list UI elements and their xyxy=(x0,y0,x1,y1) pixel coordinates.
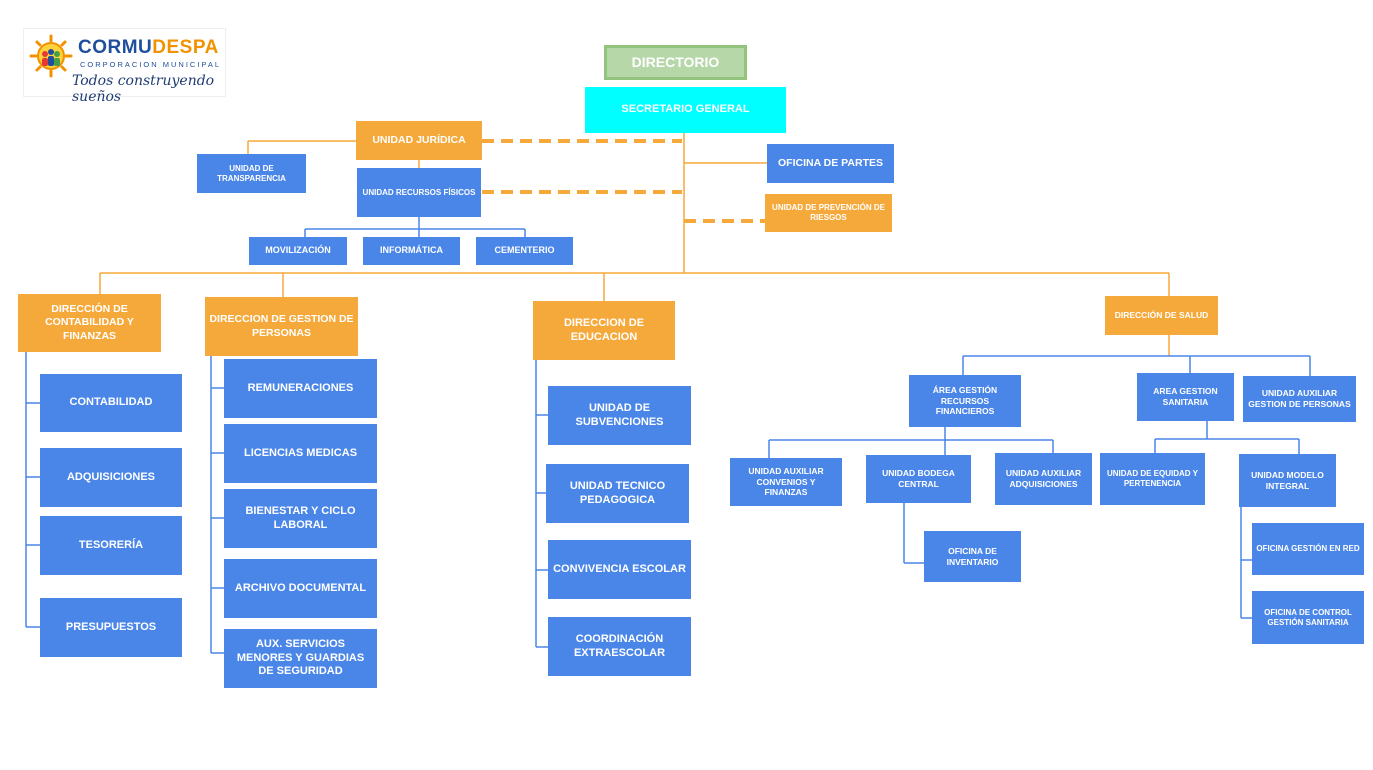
node-licencias-medicas: LICENCIAS MEDICAS xyxy=(224,424,377,483)
node-oficina-control-gestion-sanitaria: OFICINA DE CONTROL GESTIÓN SANITARIA xyxy=(1252,591,1364,644)
node-secretario-general: SECRETARIO GENERAL xyxy=(585,87,786,133)
node-cementerio: CEMENTERIO xyxy=(476,237,573,265)
node-unidad-transparencia: UNIDAD DE TRANSPARENCIA xyxy=(197,154,306,193)
node-oficina-inventario: OFICINA DE INVENTARIO xyxy=(924,531,1021,582)
node-direccion-educacion: DIRECCION DE EDUCACION xyxy=(533,301,675,360)
node-direccion-gestion-personas: DIRECCION DE GESTION DE PERSONAS xyxy=(205,297,358,356)
node-unidad-equidad-pertenencia: UNIDAD DE EQUIDAD Y PERTENENCIA xyxy=(1100,453,1205,505)
node-unidad-modelo-integral: UNIDAD MODELO INTEGRAL xyxy=(1239,454,1336,507)
node-contabilidad: CONTABILIDAD xyxy=(40,374,182,432)
node-area-gestion-sanitaria: AREA GESTION SANITARIA xyxy=(1137,373,1234,421)
node-unidad-prevencion-riesgos: UNIDAD DE PREVENCIÓN DE RIESGOS xyxy=(765,194,892,232)
node-archivo-documental: ARCHIVO DOCUMENTAL xyxy=(224,559,377,618)
node-bienestar-ciclo-laboral: BIENESTAR Y CICLO LABORAL xyxy=(224,489,377,548)
node-coordinacion-extraescolar: COORDINACIÓN EXTRAESCOLAR xyxy=(548,617,691,676)
node-oficina-partes: OFICINA DE PARTES xyxy=(767,144,894,183)
node-unidad-subvenciones: UNIDAD DE SUBVENCIONES xyxy=(548,386,691,445)
sun-family-logo-icon xyxy=(29,34,73,78)
node-unidad-juridica: UNIDAD JURÍDICA xyxy=(356,121,482,160)
node-presupuestos: PRESUPUESTOS xyxy=(40,598,182,657)
node-unidad-auxiliar-convenios-finanzas: UNIDAD AUXILIAR CONVENIOS Y FINANZAS xyxy=(730,458,842,506)
node-remuneraciones: REMUNERACIONES xyxy=(224,359,377,418)
node-oficina-gestion-red: OFICINA GESTIÓN EN RED xyxy=(1252,523,1364,575)
node-aux-servicios-menores: AUX. SERVICIOS MENORES Y GUARDIAS DE SEG… xyxy=(224,629,377,688)
logo-tagline: Todos construyendo sueños xyxy=(72,73,215,105)
node-area-gestion-recursos-financieros: ÁREA GESTIÓN RECURSOS FINANCIEROS xyxy=(909,375,1021,427)
logo-name: CORMUDESPA xyxy=(78,37,219,58)
node-convivencia-escolar: CONVIVENCIA ESCOLAR xyxy=(548,540,691,599)
logo-subtitle: CORPORACION MUNICIPAL xyxy=(80,60,222,69)
node-tesoreria: TESORERÍA xyxy=(40,516,182,575)
node-adquisiciones: ADQUISICIONES xyxy=(40,448,182,507)
node-unidad-auxiliar-adquisiciones: UNIDAD AUXILIAR ADQUISICIONES xyxy=(995,453,1092,505)
node-unidad-auxiliar-gestion-personas: UNIDAD AUXILIAR GESTION DE PERSONAS xyxy=(1243,376,1356,422)
node-informatica: INFORMÁTICA xyxy=(363,237,460,265)
node-unidad-recursos-fisicos: UNIDAD RECURSOS FÍSICOS xyxy=(357,168,481,217)
node-direccion-contabilidad-finanzas: DIRECCIÓN DE CONTABILIDAD Y FINANZAS xyxy=(18,294,161,352)
node-movilizacion: MOVILIZACIÓN xyxy=(249,237,347,265)
node-unidad-bodega-central: UNIDAD BODEGA CENTRAL xyxy=(866,455,971,503)
node-unidad-tecnico-pedagogica: UNIDAD TECNICO PEDAGOGICA xyxy=(546,464,689,523)
cormudespa-logo: CORMUDESPA CORPORACION MUNICIPAL Todos c… xyxy=(23,28,226,105)
node-directorio: DIRECTORIO xyxy=(604,45,747,80)
node-direccion-salud: DIRECCIÓN DE SALUD xyxy=(1105,296,1218,335)
